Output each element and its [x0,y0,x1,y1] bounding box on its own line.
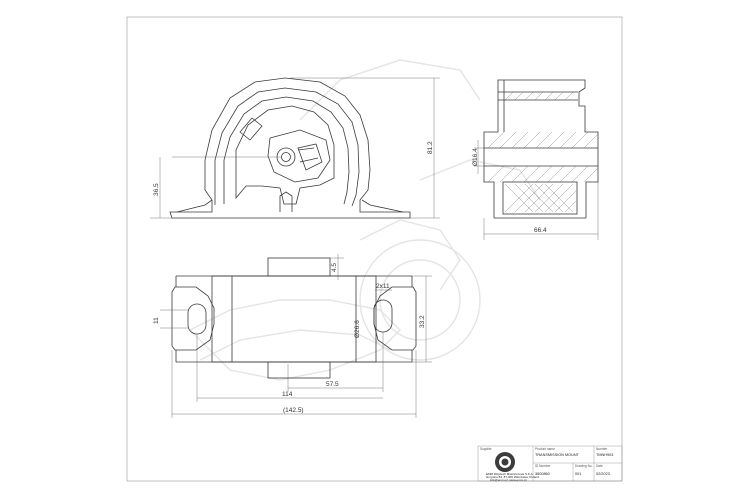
side-view-dims [474,140,599,240]
dim-overall-height: 33.2 [419,315,426,328]
label-product-name: Product name [535,447,555,451]
top-view [171,257,417,379]
watermark-logo [188,59,541,381]
label-supplier: Supplier [480,447,493,451]
front-view-dims [150,77,440,219]
dim-height-total: 81.2 [427,141,434,154]
id-number: 3600860 [535,472,550,476]
dim-hole: 11 [153,317,160,324]
dim-bore: Ø16.4 [472,148,479,166]
front-view [169,77,411,219]
top-view-dims [160,254,432,418]
product-name: TRANSMISSION MOUNT [535,453,580,457]
part-number: TMNH903 [596,453,613,457]
company-logo-icon [495,452,515,472]
label-drawing-no: Drawing No. [575,464,593,468]
dim-overall-length: (142.5) [283,407,304,414]
dim-width: 66.4 [534,227,547,234]
side-view [483,79,599,219]
dim-height-center: 36.5 [153,183,160,196]
dim-inner-width: Ø26.6 [354,320,361,338]
company-line-1: EMM Wojciech Mielniczonek S.K.A. [486,472,534,476]
drawing-border [126,16,623,482]
drawing-no: 001 [575,472,581,476]
label-id-number: ID Number [535,464,551,468]
drawing-date: 02/2023 [596,472,610,476]
company-line-2: Grzywna 84, 87-300 Warszawa, Poland [486,475,539,479]
dim-small-height: 4.5 [331,263,338,272]
company-line-3: info@emm.pl, www.emm.pl [490,478,527,482]
dim-slot: 2x11 [376,283,390,290]
side-view-hatch [487,91,599,213]
label-date: Date [596,464,603,468]
dim-hole-spacing: 114 [282,391,293,398]
label-number: Number [596,447,608,451]
title-block [477,445,623,482]
dim-center-offset: 57.5 [326,381,339,388]
